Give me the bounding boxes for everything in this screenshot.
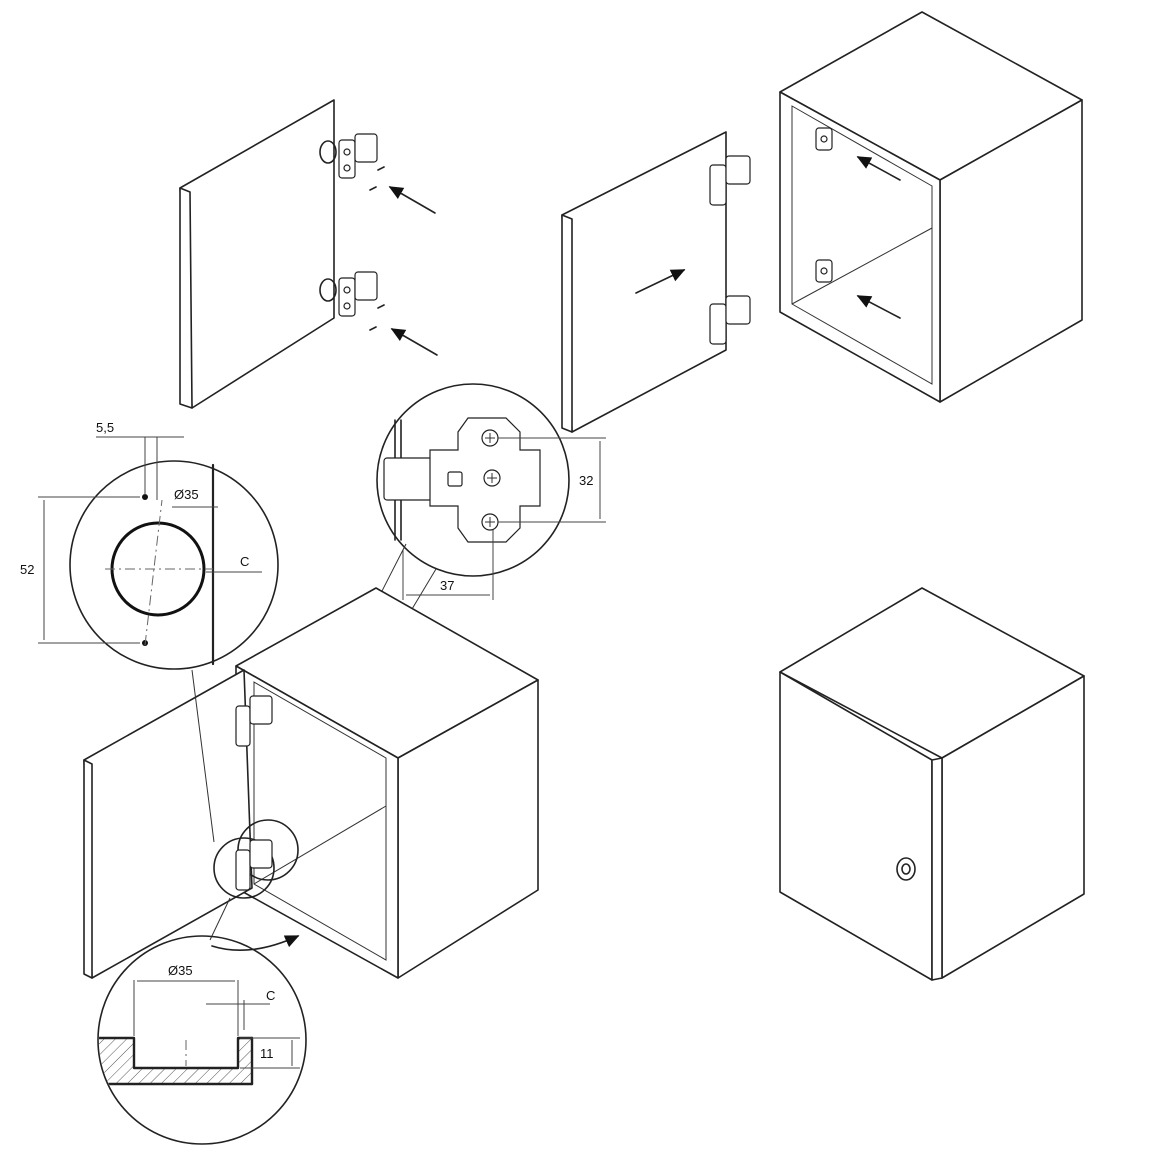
step1-door-with-hinges <box>179 99 438 409</box>
hinge-lower-icon <box>338 271 378 317</box>
detail-drilling-pattern: 5,5 Ø35 52 C <box>20 420 279 670</box>
arrow-insert-lower <box>390 328 438 356</box>
open-door-panel <box>83 669 253 979</box>
hinge-door-lower-icon <box>709 295 751 345</box>
dim-label-5-5: 5,5 <box>96 420 114 435</box>
hinge-door-upper-icon <box>709 155 751 206</box>
arrow-plate-upper <box>856 156 901 181</box>
cup-hole-upper <box>319 140 337 164</box>
step3-cabinet-door-open <box>83 587 539 979</box>
arrow-plate-lower <box>856 295 901 319</box>
arrow-insert-upper <box>388 186 436 214</box>
step4-cabinet-closed <box>779 587 1085 981</box>
door-knob-icon <box>896 857 916 881</box>
cabinet-open-box <box>779 11 1083 403</box>
mounting-plate-lower-icon <box>815 259 833 283</box>
arrow-door-move <box>635 269 686 294</box>
step2-door-attach <box>561 11 1083 433</box>
mounting-plate-upper-icon <box>815 127 833 151</box>
hinge-assembled-lower-icon <box>213 819 299 899</box>
screw-icons <box>369 166 385 331</box>
cup-hole-lower <box>319 278 337 302</box>
dim-label-diameter-bottom: Ø35 <box>168 963 193 978</box>
dim-label-11: 11 <box>260 1046 274 1061</box>
detail-cup-section: Ø35 C 11 <box>97 935 307 1145</box>
dim-label-37: 37 <box>440 578 454 593</box>
pilot-hole-top <box>142 494 148 500</box>
hinge-upper-icon <box>338 133 378 179</box>
hinge-assembled-upper-icon <box>235 695 273 747</box>
dim-label-c-bottom: C <box>266 988 275 1003</box>
dim-label-c-top: C <box>240 554 249 569</box>
dim-label-52: 52 <box>20 562 34 577</box>
dim-label-32: 32 <box>579 473 593 488</box>
dim-label-diameter-top: Ø35 <box>174 487 199 502</box>
door-edge <box>179 187 193 409</box>
